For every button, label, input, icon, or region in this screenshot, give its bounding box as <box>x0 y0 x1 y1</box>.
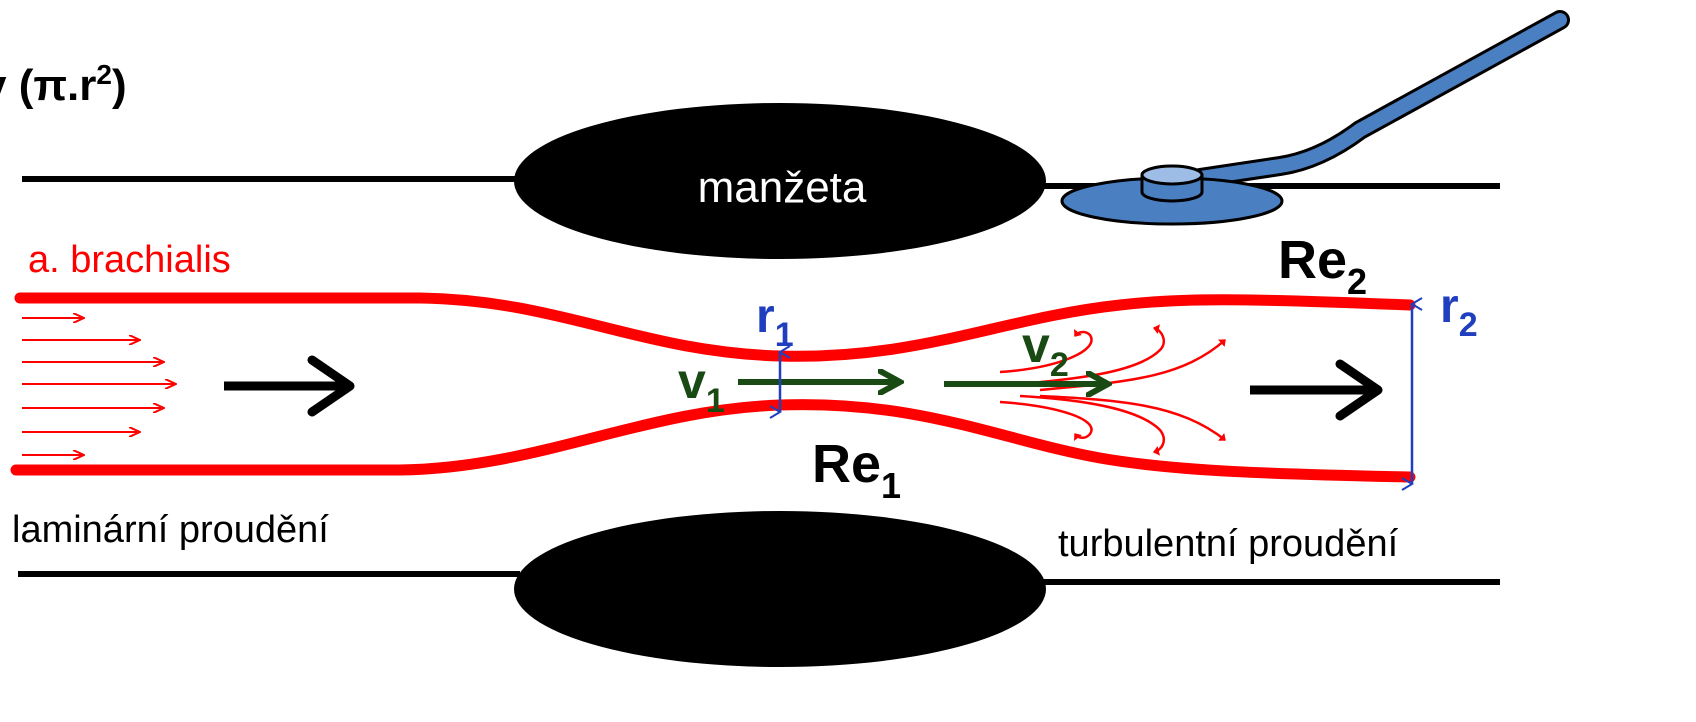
r1-label: r1 <box>756 290 794 354</box>
stethoscope-icon <box>1060 10 1570 226</box>
laminar-flow-arrows <box>22 318 176 455</box>
cuff-label: manžeta <box>698 163 867 212</box>
turbulent-flow-label: turbulentní proudění <box>1058 523 1399 565</box>
artery-lower-wall <box>10 399 1416 483</box>
laminar-flow-label: laminární proudění <box>12 509 329 551</box>
r2-label: r2 <box>1440 280 1478 344</box>
turbulent-flow-arrows <box>999 324 1226 456</box>
re2-label: Re2 <box>1278 230 1367 302</box>
re1-label: Re1 <box>812 434 901 506</box>
cuff-lower-ellipse <box>514 511 1046 667</box>
artery-upper-wall <box>14 292 1416 362</box>
cuff-upper-ellipse <box>514 103 1046 259</box>
v1-label: v1 <box>678 353 725 420</box>
v2-label: v2 <box>1022 317 1069 384</box>
flow-direction-arrow-left <box>224 355 355 417</box>
flow-direction-arrow-right <box>1250 359 1383 421</box>
artery-label: a. brachialis <box>28 239 231 281</box>
formula-text: v (π.r2) <box>0 59 127 110</box>
